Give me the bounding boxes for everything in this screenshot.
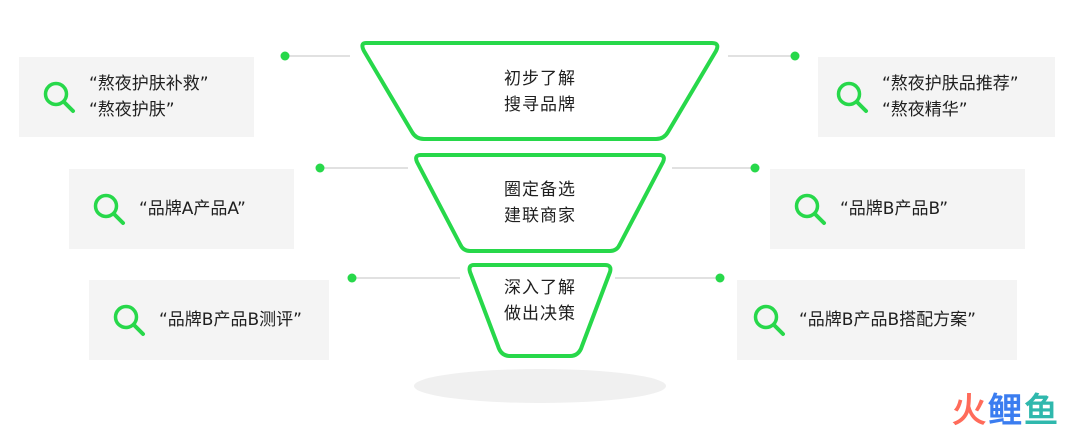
- left-keyword-1-line-2: “熬夜护肤”: [89, 100, 175, 120]
- stage-2-line-1: 圈定备选: [504, 180, 576, 200]
- right-keyword-1-line-2: “熬夜精华”: [882, 100, 968, 120]
- brand-char-2: 鲤: [988, 391, 1022, 431]
- funnel-stage-3: [467, 263, 613, 358]
- right-keyword-text-2: “品牌B产品B”: [840, 196, 948, 222]
- right-keyword-box-3: “品牌B产品B搭配方案”: [737, 280, 1017, 360]
- left-keyword-text-2: “品牌A产品A”: [139, 196, 246, 222]
- search-icon: [794, 193, 826, 225]
- stage-1-line-2: 搜寻品牌: [504, 95, 576, 115]
- left-keyword-box-2: “品牌A产品A”: [69, 169, 294, 249]
- search-icon: [43, 81, 75, 113]
- search-icon: [753, 304, 785, 336]
- left-keyword-box-1: “熬夜护肤补救” “熬夜护肤”: [19, 57, 254, 137]
- stage-3-line-1: 深入了解: [504, 278, 576, 298]
- funnel-stage-2: [414, 153, 666, 253]
- stage-2-line-2: 建联商家: [504, 206, 576, 226]
- search-icon: [93, 193, 125, 225]
- funnel-shadow: [414, 369, 666, 403]
- brand-logo: 火 鲤 鱼: [952, 383, 1058, 432]
- connector-dot-right-1: [790, 51, 800, 61]
- brand-char-3: 鱼: [1024, 391, 1058, 431]
- stage-1-line-1: 初步了解: [504, 69, 576, 89]
- left-keyword-text-3: “品牌B产品B测评”: [159, 307, 302, 333]
- left-keyword-text-1: “熬夜护肤补救” “熬夜护肤”: [89, 71, 209, 123]
- connector-dot-left-3: [347, 273, 357, 283]
- connector-dot-left-2: [315, 163, 325, 173]
- stage-label-3: 深入了解 做出决策: [440, 275, 640, 327]
- left-keyword-box-3: “品牌B产品B测评”: [89, 280, 329, 360]
- left-keyword-1-line-1: “熬夜护肤补救”: [89, 74, 209, 94]
- left-keyword-3-line-1: “品牌B产品B测评”: [159, 310, 302, 330]
- stage-label-2: 圈定备选 建联商家: [440, 177, 640, 229]
- connector-dot-right-3: [715, 273, 725, 283]
- right-keyword-2-line-1: “品牌B产品B”: [840, 199, 949, 219]
- right-keyword-1-line-1: “熬夜护肤品推荐”: [882, 74, 1019, 94]
- right-keyword-text-1: “熬夜护肤品推荐” “熬夜精华”: [882, 71, 1019, 123]
- connector-dot-right-2: [750, 163, 760, 173]
- right-keyword-text-3: “品牌B产品B搭配方案”: [799, 307, 976, 333]
- stage-3-line-2: 做出决策: [504, 304, 576, 324]
- search-icon: [836, 81, 868, 113]
- search-icon: [113, 304, 145, 336]
- brand-char-1: 火: [952, 391, 986, 431]
- stage-label-1: 初步了解 搜寻品牌: [440, 66, 640, 118]
- right-keyword-3-line-1: “品牌B产品B搭配方案”: [799, 310, 976, 330]
- right-keyword-box-2: “品牌B产品B”: [770, 169, 1025, 249]
- funnel-stage-1: [360, 41, 720, 141]
- connector-dot-left-1: [280, 51, 290, 61]
- left-keyword-2-line-1: “品牌A产品A”: [139, 199, 246, 219]
- right-keyword-box-1: “熬夜护肤品推荐” “熬夜精华”: [818, 57, 1055, 137]
